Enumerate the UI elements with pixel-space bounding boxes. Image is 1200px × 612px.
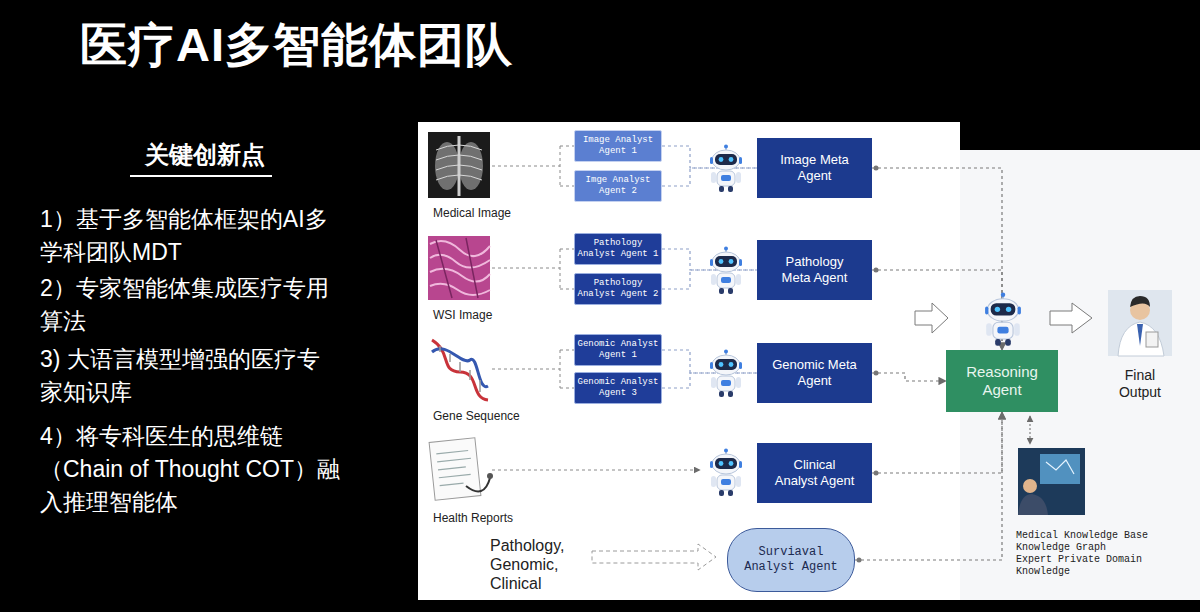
meta-agent-box: Image Meta Agent bbox=[757, 138, 872, 198]
connector bbox=[662, 373, 757, 388]
connector bbox=[872, 373, 946, 381]
stethoscope bbox=[487, 473, 493, 479]
knowledge-note: Medical Knowledge Base bbox=[1016, 530, 1196, 542]
figure-panel-shade bbox=[960, 150, 1200, 600]
node-text: Image Meta Agent bbox=[771, 152, 858, 184]
connector bbox=[662, 249, 757, 270]
analyst-agent-box: Genomic Analyst Agent 1 bbox=[574, 334, 662, 366]
connector bbox=[662, 146, 757, 168]
knowledge-note: Expert Private Domain Knowledge bbox=[1016, 554, 1156, 578]
input-note: Pathology, Genomic, Clinical bbox=[490, 536, 582, 593]
hollow-arrow bbox=[592, 544, 716, 570]
clinical-agent-box: Clinical Analyst Agent bbox=[757, 443, 872, 503]
screen bbox=[1040, 454, 1080, 484]
input-caption: WSI Image bbox=[433, 308, 543, 322]
robot-icon bbox=[985, 293, 1021, 346]
node-text: Pathology Analyst Agent 1 bbox=[577, 238, 659, 260]
ribs bbox=[436, 145, 482, 180]
connector bbox=[662, 168, 757, 186]
knowledge-photo bbox=[1018, 448, 1085, 515]
node-text: Genomic Meta Agent bbox=[771, 357, 858, 389]
white-coat bbox=[1118, 322, 1164, 356]
feed-line bbox=[492, 350, 574, 388]
node-text: Genomic Analyst Agent 1 bbox=[577, 339, 659, 361]
tie bbox=[1137, 324, 1143, 346]
knowledge-link bbox=[1030, 416, 1031, 444]
meta-agent-box: Genomic Meta Agent bbox=[757, 343, 872, 403]
input-caption: Gene Sequence bbox=[433, 409, 543, 423]
wsi-illustration bbox=[428, 236, 490, 300]
list-item: 1）基于多智能体框架的AI多学科团队MDT bbox=[40, 203, 340, 269]
analyst-agent-box: Pathology Analyst Agent 2 bbox=[574, 273, 662, 305]
dna-rungs bbox=[440, 346, 480, 392]
xray-film bbox=[428, 132, 490, 198]
heading-underline bbox=[130, 175, 272, 177]
reasoning-agent-box: Reasoning Agent bbox=[946, 350, 1058, 412]
node-text: Surviaval Analyst Agent bbox=[736, 545, 846, 575]
clipboard bbox=[1146, 332, 1158, 347]
robot-icon bbox=[710, 449, 742, 497]
robot-icon bbox=[710, 247, 742, 295]
node-text: Clinical Analyst Agent bbox=[771, 457, 858, 489]
section-heading: 关键创新点 bbox=[120, 140, 290, 170]
knowledge-note: Knowledge Graph bbox=[1016, 542, 1196, 554]
robot-icon bbox=[710, 350, 742, 398]
person-body bbox=[1018, 494, 1048, 515]
node-text: Pathology Meta Agent bbox=[771, 254, 858, 286]
screen-graph bbox=[1046, 460, 1074, 474]
doctor-illustration bbox=[1108, 290, 1172, 356]
dna-strand bbox=[432, 340, 488, 400]
hair bbox=[1130, 296, 1150, 307]
list-item: 2）专家智能体集成医疗专用算法 bbox=[40, 272, 340, 338]
meta-agent-box: Pathology Meta Agent bbox=[757, 240, 872, 300]
connector bbox=[872, 270, 1002, 350]
connector bbox=[872, 168, 1002, 350]
node-text: Genomic Analyst Agent 3 bbox=[577, 377, 659, 399]
output-caption: Final Output bbox=[1106, 367, 1174, 401]
node-text: Reasoning Agent bbox=[962, 363, 1042, 399]
report-lines bbox=[436, 450, 473, 485]
feed-line bbox=[492, 249, 574, 289]
robot-icon bbox=[710, 145, 742, 193]
dna-illustration bbox=[432, 340, 488, 400]
person-head bbox=[1023, 479, 1037, 493]
doctor-photo bbox=[1108, 290, 1172, 356]
knowledge-illustration bbox=[1018, 448, 1085, 515]
connector bbox=[872, 412, 1002, 473]
list-item: 3) 大语言模型增强的医疗专家知识库 bbox=[40, 343, 340, 409]
connector bbox=[855, 412, 1002, 560]
connector bbox=[662, 270, 757, 289]
slide-title: 医疗AI多智能体团队 bbox=[80, 14, 513, 77]
feed-lines bbox=[492, 146, 700, 470]
node-text: Image Analyst Agent 1 bbox=[577, 135, 659, 157]
analyst-agent-box: Genomic Analyst Agent 3 bbox=[574, 372, 662, 404]
hollow-arrow bbox=[915, 303, 948, 333]
input-caption: Health Reports bbox=[433, 511, 543, 525]
report-illustration bbox=[429, 438, 493, 500]
node-text: Pathology Analyst Agent 2 bbox=[577, 278, 659, 300]
stethoscope bbox=[466, 478, 490, 491]
analyst-agent-box: Image Analyst Agent 1 bbox=[574, 130, 662, 162]
input-caption: Medical Image bbox=[433, 206, 543, 220]
feed-line bbox=[492, 146, 574, 186]
figure-panel bbox=[418, 122, 1200, 600]
tissue-slide bbox=[428, 236, 490, 300]
connector bbox=[662, 350, 757, 373]
analyst-agent-box: Pathology Analyst Agent 1 bbox=[574, 233, 662, 265]
node-text: Imge Analyst Agent 2 bbox=[577, 175, 659, 197]
feed-line bbox=[492, 470, 700, 471]
list-item: 4）将专科医生的思维链（Chain of Thought COT）融入推理智能体 bbox=[40, 420, 340, 519]
analyst-agent-box: Imge Analyst Agent 2 bbox=[574, 170, 662, 202]
tissue-fibres bbox=[436, 238, 478, 298]
hollow-arrow bbox=[1050, 303, 1092, 333]
survival-agent-pill: Surviaval Analyst Agent bbox=[727, 528, 855, 592]
xray-illustration bbox=[428, 132, 490, 198]
